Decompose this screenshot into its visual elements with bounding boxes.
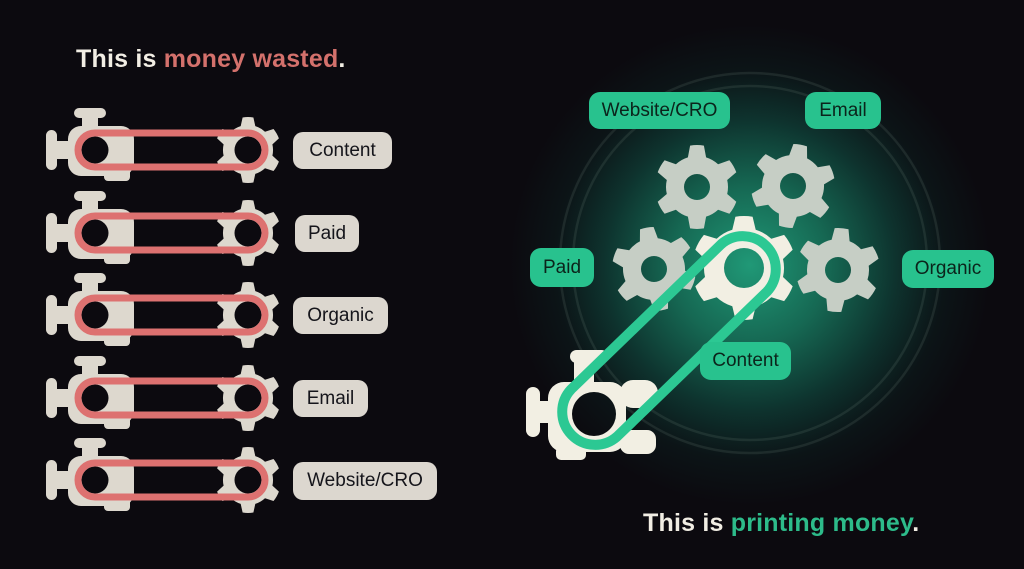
right-label-email: Email xyxy=(805,92,881,129)
left-label-email: Email xyxy=(293,380,368,417)
left-label-website-cro: Website/CRO xyxy=(293,462,437,500)
gear-icon xyxy=(751,144,835,228)
gear-icon xyxy=(797,227,879,313)
connected-machine-graphic xyxy=(526,71,942,460)
caption-suffix: . xyxy=(912,509,920,537)
right-label-paid: Paid xyxy=(530,248,594,287)
belt-icon xyxy=(557,231,781,450)
left-title: This is money wasted. xyxy=(76,45,346,74)
title-prefix: This is xyxy=(76,45,164,73)
left-label-organic: Organic xyxy=(293,297,388,334)
caption-prefix: This is xyxy=(643,509,731,537)
gear-icon xyxy=(657,145,737,229)
right-caption: This is printing money. xyxy=(643,509,919,538)
caption-highlight: printing money xyxy=(730,509,913,537)
left-label-paid: Paid xyxy=(295,215,359,252)
right-label-content: Content xyxy=(700,342,791,380)
engine-gear-unit xyxy=(46,434,291,530)
title-suffix: . xyxy=(338,45,346,73)
gear-icon xyxy=(612,227,696,311)
left-label-content: Content xyxy=(293,132,392,169)
right-label-website-cro: Website/CRO xyxy=(589,92,730,129)
right-label-organic: Organic xyxy=(902,250,994,288)
title-highlight: money wasted xyxy=(163,45,339,73)
